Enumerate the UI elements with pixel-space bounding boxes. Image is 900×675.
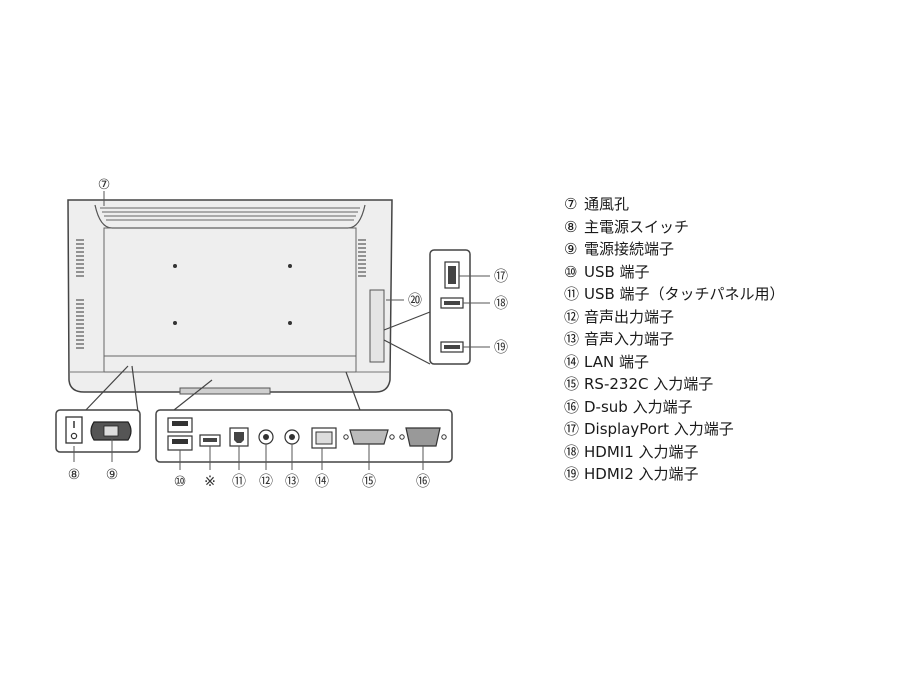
side-port-inset [383,249,471,365]
rs232c-port [343,429,395,445]
monitor-rear-body [67,199,393,395]
usb-touch-port [229,427,249,447]
audio-out-jack [258,429,274,445]
lan-port [311,427,337,449]
callout-8: ⑧ [68,467,81,483]
power-inset [55,365,141,453]
callout-11: ⑪ [232,474,246,490]
callout-20: ⑳ [408,293,422,309]
callout-7: ⑦ [98,177,111,193]
callout-19: ⑲ [494,340,508,356]
connector-inset [155,371,453,463]
callout-16: ⑯ [416,474,430,490]
side-vent-slots [76,239,366,349]
callout-12: ⑫ [259,474,273,490]
callout-13: ⑬ [285,474,299,490]
main-power-switch [65,416,83,444]
mounting-holes [173,264,292,325]
callout-note: ※ [204,474,216,490]
callout-18: ⑱ [494,296,508,312]
callout-14: ⑭ [315,474,329,490]
power-inlet [90,421,132,441]
service-port [199,434,221,447]
callout-9: ⑨ [106,467,119,483]
callout-labels: ⑦ ⑧ ⑨ ⑩ ※ ⑪ ⑫ ⑬ ⑭ ⑮ ⑯ ⑰ ⑱ ⑲ ⑳ [68,177,508,490]
top-vent-slots [100,207,360,221]
callout-17: ⑰ [494,269,508,285]
leader-lines [73,191,490,470]
callout-15: ⑮ [362,474,376,490]
audio-in-jack [284,429,300,445]
dsub-port [399,427,447,447]
callout-10: ⑩ [174,474,187,490]
usb-ports-stack [167,417,193,451]
side-connector-block [369,289,385,363]
